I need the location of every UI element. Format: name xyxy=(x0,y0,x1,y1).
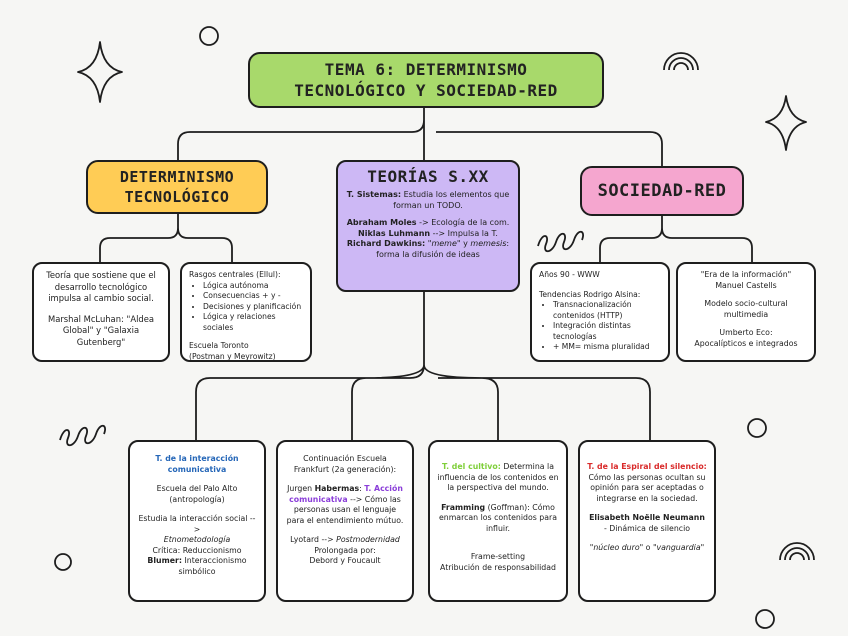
blumer-label: Blumer: xyxy=(147,556,182,565)
frankfurt-text: Continuación Escuela Frankfurt (2a gener… xyxy=(293,454,397,474)
sparkle-icon xyxy=(765,95,807,151)
det-left-box: Teoría que sostiene que el desarrollo te… xyxy=(32,262,170,362)
blumer-text: Interaccionismo simbólico xyxy=(178,556,247,576)
nucleo-text: "núcleo duro" xyxy=(589,543,644,552)
frame-setting-text: Frame-setting xyxy=(470,552,526,561)
soc-left-item: Integración distintas tecnologías xyxy=(553,321,661,342)
debord-text: Debord y Foucault xyxy=(309,556,381,565)
circle-doodle-icon xyxy=(54,553,72,571)
soc-left-years: Años 90 - WWW xyxy=(539,270,600,279)
dawkins-label: Richard Dawkins: xyxy=(346,239,426,248)
vanguardia-text: "vanguardia" xyxy=(652,543,705,552)
det-right-item: Consecuencias + y - xyxy=(203,291,303,302)
soc-left-box: Años 90 - WWW Tendencias Rodrigo Alsina:… xyxy=(530,262,670,362)
spiral-doodle-icon xyxy=(59,424,106,447)
rainbow-icon xyxy=(779,542,815,561)
postmod-text: Postmodernidad xyxy=(336,535,400,544)
sparkle-icon xyxy=(77,41,123,103)
accion-text: --> Cómo las personas usan el lenguaje p… xyxy=(286,494,404,525)
det-right-heading: Rasgos centrales (Ellul): xyxy=(189,270,281,279)
circle-doodle-icon xyxy=(747,418,767,438)
atribucion-text: Atribución de responsabilidad xyxy=(440,562,556,572)
teorias-content: T. Sistemas: Estudia los elementos que f… xyxy=(338,186,518,264)
circle-doodle-icon xyxy=(199,26,219,46)
dawkins-meme: "meme" xyxy=(427,239,461,248)
bottom-box-espiral: T. de la Espiral del silencio: Cómo las … xyxy=(578,440,716,602)
moles-text: -> Ecología de la com. xyxy=(419,218,510,227)
soc-right-modelo: Modelo socio-cultural multimedia xyxy=(704,299,788,319)
palo-alto-text: Escuela del Palo Alto (antropología) xyxy=(156,484,238,504)
rainbow-icon xyxy=(663,52,699,71)
soc-left-item: Transnacionalización contenidos (HTTP) xyxy=(553,300,661,321)
determinismo-line2: TECNOLÓGICO xyxy=(124,188,230,206)
o-text: o xyxy=(645,543,651,552)
soc-right-castells: Manuel Castells xyxy=(715,280,777,290)
main-title-line2: TECNOLÓGICO Y SOCIEDAD-RED xyxy=(294,81,558,100)
soc-left-list: Transnacionalización contenidos (HTTP) I… xyxy=(539,300,661,353)
determinismo-line1: DETERMINISMO xyxy=(119,168,235,186)
bottom-box-interaccion: T. de la interacción comunicativa Escuel… xyxy=(128,440,266,602)
det-right-autores: (Postman y Meyrowitz) xyxy=(189,351,276,361)
det-left-mcluhan: Marshal McLuhan: "Aldea Global" y "Galax… xyxy=(48,313,154,347)
bottom-box-cultivo: T. del cultivo: Determina la influencia … xyxy=(428,440,568,602)
estudia-text: Estudia la interacción social --> xyxy=(138,514,256,534)
jurgen-text: Jurgen xyxy=(287,484,313,493)
dawkins-y: y xyxy=(463,239,468,248)
soc-left-heading: Tendencias Rodrigo Alsina: xyxy=(539,289,641,299)
espiral-text: Cómo las personas ocultan su opinión par… xyxy=(588,472,706,503)
moles-label: Abraham Moles xyxy=(346,218,417,227)
det-right-box: Rasgos centrales (Ellul): Lógica autónom… xyxy=(180,262,312,362)
connector-main xyxy=(177,108,663,166)
framming-label: Framming xyxy=(441,502,486,512)
main-title-line1: TEMA 6: DETERMINISMO xyxy=(324,60,528,79)
soc-right-eco: Umberto Eco: xyxy=(719,328,773,337)
luhmann-text: --> Impulsa la T. xyxy=(432,228,498,238)
sistemas-label: T. Sistemas: xyxy=(346,190,402,199)
det-right-list: Lógica autónoma Consecuencias + y - Deci… xyxy=(189,281,303,334)
det-right-item: Decisiones y planificación xyxy=(203,302,303,313)
sistemas-text: Estudia los elementos que forman un TODO… xyxy=(393,190,510,210)
connector-sociedad xyxy=(599,216,753,262)
connector-teorias xyxy=(195,292,651,440)
etno-text: Etnometodología xyxy=(163,535,231,544)
soc-right-apocalipticos: Apocalípticos e integrados xyxy=(694,338,798,348)
det-right-item: Lógica y relaciones sociales xyxy=(203,312,303,333)
det-right-escuela: Escuela Toronto xyxy=(189,341,249,350)
interaccion-title: T. de la interacción comunicativa xyxy=(155,454,239,474)
critica-text: Crítica: Reduccionismo xyxy=(152,545,242,555)
circle-doodle-icon xyxy=(755,609,775,629)
det-left-text: Teoría que sostiene que el desarrollo te… xyxy=(46,270,156,303)
teorias-title: TEORÍAS S.XX xyxy=(367,167,489,186)
luhmann-label: Niklas Luhmann xyxy=(358,228,431,238)
sociedad-box: SOCIEDAD-RED xyxy=(580,166,744,216)
soc-right-era: "Era de la información" xyxy=(700,270,792,279)
goffman-text: (Goffman): Cómo enmarcan los contenidos … xyxy=(438,502,558,533)
dawkins-rest: forma la difusión de ideas xyxy=(376,249,480,259)
cultivo-text: Determina la influencia de los contenido… xyxy=(437,462,559,492)
sociedad-title: SOCIEDAD-RED xyxy=(597,181,727,201)
det-right-item: Lógica autónoma xyxy=(203,281,303,292)
determinismo-box: DETERMINISMO TECNOLÓGICO xyxy=(86,160,268,214)
dawkins-memesis: memesis xyxy=(470,239,507,248)
prolongada-text: Prolongada por: xyxy=(314,545,376,555)
connector-determinismo xyxy=(99,214,233,262)
noelle-text: Elisabeth Noëlle Neumann xyxy=(589,513,705,522)
spiral-doodle-icon xyxy=(537,230,584,253)
soc-right-box: "Era de la información" Manuel Castells … xyxy=(676,262,816,362)
teorias-box: TEORÍAS S.XX T. Sistemas: Estudia los el… xyxy=(336,160,520,292)
lyotard-text: Lyotard --> xyxy=(290,535,334,544)
soc-left-item: + MM= misma pluralidad xyxy=(553,342,661,353)
bottom-box-frankfurt: Continuación Escuela Frankfurt (2a gener… xyxy=(276,440,414,602)
espiral-label: T. de la Espiral del silencio: xyxy=(587,462,707,471)
habermas-text: Habermas xyxy=(314,484,360,493)
accion-label: T. Acción comunicativa xyxy=(289,484,403,504)
cultivo-label: T. del cultivo: xyxy=(442,462,501,471)
main-title-box: TEMA 6: DETERMINISMO TECNOLÓGICO Y SOCIE… xyxy=(248,52,604,108)
dinamica-text: - Dinámica de silencio xyxy=(603,523,691,533)
